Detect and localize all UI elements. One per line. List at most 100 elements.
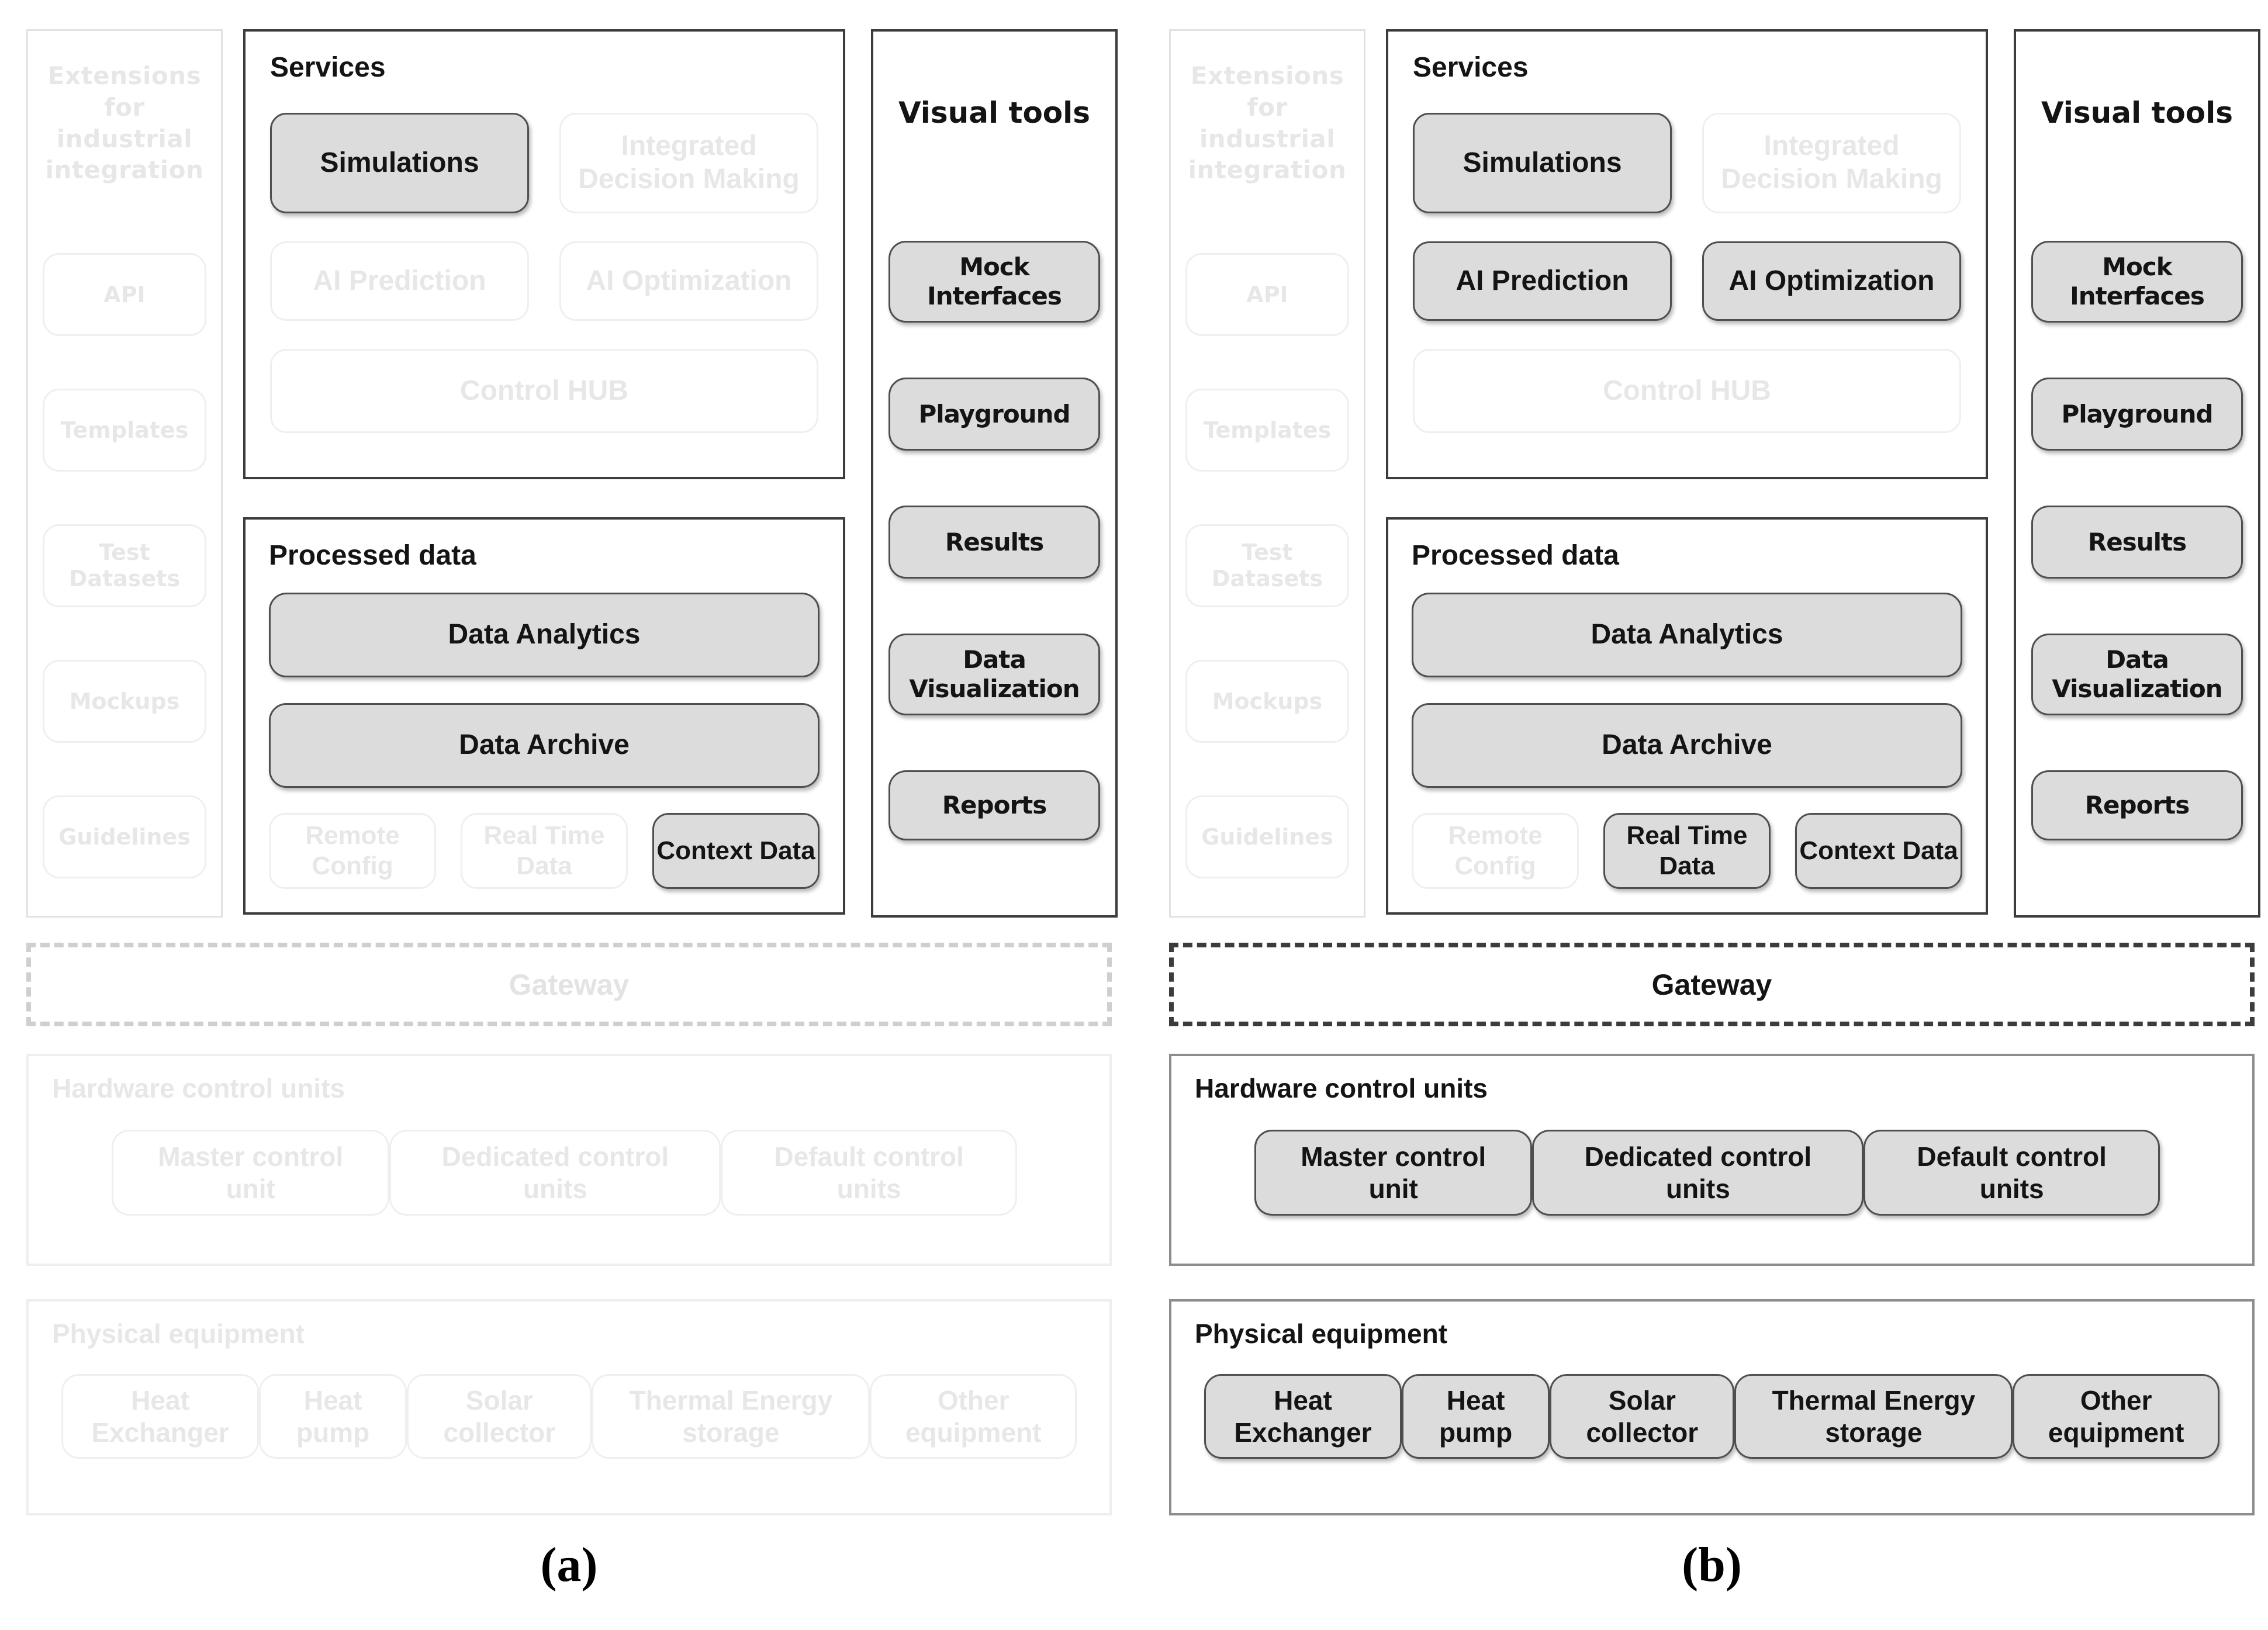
visual-tools-title: Visual tools — [2041, 96, 2234, 130]
panel-a: Extensions for industrial integration AP… — [26, 29, 1118, 1593]
service-ai-prediction: AI Prediction — [1413, 241, 1672, 321]
service-ai-prediction: AI Prediction — [270, 241, 529, 321]
panel-a-caption: (a) — [540, 1538, 598, 1592]
processed-context-data: Context Data — [1795, 813, 1962, 889]
physical-solar-collector: Solar collector — [407, 1374, 592, 1459]
extensions-title: Extensions for industrial integration — [45, 61, 204, 185]
service-control-hub: Control HUB — [1413, 349, 1961, 433]
extensions-title: Extensions for industrial integration — [1188, 61, 1347, 185]
processed-small-row: Remote Config Real Time Data Context Dat… — [269, 813, 820, 889]
service-simulations: Simulations — [270, 113, 529, 213]
services-box: Services Simulations Integrated Decision… — [243, 29, 845, 479]
services-grid: Simulations Integrated Decision Making A… — [270, 113, 818, 433]
processed-data-archive: Data Archive — [1412, 703, 1962, 788]
hardware-control-units-box: Hardware control units Master control un… — [26, 1054, 1112, 1266]
services-title: Services — [1413, 52, 1529, 83]
hardware-control-units-box: Hardware control units Master control un… — [1169, 1054, 2255, 1266]
hardware-items-row: Master control unit Dedicated control un… — [1254, 1130, 2160, 1216]
processed-data-title: Processed data — [269, 540, 476, 571]
processed-data-box: Processed data Data Analytics Data Archi… — [243, 517, 845, 915]
visual-tool-data-visualization: Data Visualization — [888, 634, 1100, 715]
visual-tool-reports: Reports — [888, 770, 1100, 840]
hardware-default-control-units: Default control units — [1864, 1130, 2160, 1216]
extensions-item-guidelines: Guidelines — [1185, 795, 1349, 878]
service-ai-optimization: AI Optimization — [1702, 241, 1961, 321]
visual-tool-data-visualization: Data Visualization — [2031, 634, 2243, 715]
extensions-items: API Templates Test Datasets Mockups Guid… — [1185, 253, 1349, 878]
processed-small-row: Remote Config Real Time Data Context Dat… — [1412, 813, 1962, 889]
panel-b-middle-column: Services Simulations Integrated Decision… — [1386, 29, 1988, 918]
physical-title: Physical equipment — [1195, 1318, 1448, 1349]
panel-a-top-row: Extensions for industrial integration AP… — [26, 29, 1118, 918]
extensions-item-test-datasets: Test Datasets — [43, 524, 206, 607]
processed-data-archive: Data Archive — [269, 703, 820, 788]
extensions-item-api: API — [43, 253, 206, 336]
physical-title: Physical equipment — [52, 1318, 305, 1349]
processed-context-data: Context Data — [652, 813, 820, 889]
extensions-item-templates: Templates — [1185, 389, 1349, 472]
processed-remote-config: Remote Config — [1412, 813, 1579, 889]
physical-items-row: Heat Exchanger Heat pump Solar collector… — [61, 1374, 1077, 1459]
extensions-item-mockups: Mockups — [43, 660, 206, 743]
service-simulations: Simulations — [1413, 113, 1672, 213]
visual-tools-box: Visual tools Mock Interfaces Playground … — [2014, 29, 2260, 918]
hardware-items-row: Master control unit Dedicated control un… — [112, 1130, 1018, 1216]
processed-data-box: Processed data Data Analytics Data Archi… — [1386, 517, 1988, 915]
gateway-box: Gateway — [1169, 943, 2255, 1026]
visual-tool-playground: Playground — [2031, 378, 2243, 451]
extensions-item-mockups: Mockups — [1185, 660, 1349, 743]
visual-tools-title: Visual tools — [898, 96, 1091, 130]
extensions-item-guidelines: Guidelines — [43, 795, 206, 878]
physical-other-equipment: Other equipment — [870, 1374, 1077, 1459]
extensions-panel: Extensions for industrial integration AP… — [26, 29, 223, 918]
service-control-hub: Control HUB — [270, 349, 818, 433]
processed-real-time-data: Real Time Data — [461, 813, 628, 889]
processed-data-analytics: Data Analytics — [1412, 593, 1962, 677]
hardware-dedicated-control-units: Dedicated control units — [389, 1130, 721, 1216]
processed-real-time-data: Real Time Data — [1603, 813, 1771, 889]
physical-equipment-box: Physical equipment Heat Exchanger Heat p… — [1169, 1299, 2255, 1515]
physical-heat-exchanger: Heat Exchanger — [1204, 1374, 1402, 1459]
services-title: Services — [270, 52, 386, 83]
services-box: Services Simulations Integrated Decision… — [1386, 29, 1988, 479]
extensions-item-templates: Templates — [43, 389, 206, 472]
service-ai-optimization: AI Optimization — [559, 241, 818, 321]
service-integrated-decision-making: Integrated Decision Making — [1702, 113, 1961, 213]
architecture-figure: Extensions for industrial integration AP… — [26, 29, 2260, 1593]
physical-heat-exchanger: Heat Exchanger — [61, 1374, 259, 1459]
physical-items-row: Heat Exchanger Heat pump Solar collector… — [1204, 1374, 2219, 1459]
physical-heat-pump: Heat pump — [1401, 1374, 1550, 1459]
hardware-master-control-unit: Master control unit — [112, 1130, 390, 1216]
visual-tool-reports: Reports — [2031, 770, 2243, 840]
extensions-item-test-datasets: Test Datasets — [1185, 524, 1349, 607]
visual-tools-box: Visual tools Mock Interfaces Playground … — [871, 29, 1118, 918]
extensions-item-api: API — [1185, 253, 1349, 336]
processed-data-title: Processed data — [1412, 540, 1619, 571]
visual-tool-results: Results — [888, 506, 1100, 579]
panel-b: Extensions for industrial integration AP… — [1169, 29, 2260, 1593]
gateway-box: Gateway — [26, 943, 1112, 1026]
extensions-panel: Extensions for industrial integration AP… — [1169, 29, 1365, 918]
physical-heat-pump: Heat pump — [258, 1374, 407, 1459]
panel-a-middle-column: Services Simulations Integrated Decision… — [243, 29, 845, 918]
service-integrated-decision-making: Integrated Decision Making — [559, 113, 818, 213]
visual-tool-playground: Playground — [888, 378, 1100, 451]
physical-other-equipment: Other equipment — [2013, 1374, 2219, 1459]
extensions-items: API Templates Test Datasets Mockups Guid… — [43, 253, 206, 878]
physical-equipment-box: Physical equipment Heat Exchanger Heat p… — [26, 1299, 1112, 1515]
hardware-default-control-units: Default control units — [721, 1130, 1018, 1216]
physical-thermal-energy-storage: Thermal Energy storage — [1734, 1374, 2013, 1459]
hardware-dedicated-control-units: Dedicated control units — [1532, 1130, 1864, 1216]
services-grid: Simulations Integrated Decision Making A… — [1413, 113, 1961, 433]
processed-data-analytics: Data Analytics — [269, 593, 820, 677]
visual-tool-mock-interfaces: Mock Interfaces — [888, 241, 1100, 323]
visual-tool-results: Results — [2031, 506, 2243, 579]
panel-b-caption: (b) — [1682, 1538, 1742, 1592]
physical-thermal-energy-storage: Thermal Energy storage — [592, 1374, 870, 1459]
physical-solar-collector: Solar collector — [1550, 1374, 1735, 1459]
hardware-master-control-unit: Master control unit — [1254, 1130, 1533, 1216]
panel-b-top-row: Extensions for industrial integration AP… — [1169, 29, 2260, 918]
processed-remote-config: Remote Config — [269, 813, 436, 889]
visual-tool-mock-interfaces: Mock Interfaces — [2031, 241, 2243, 323]
hardware-title: Hardware control units — [1195, 1073, 1488, 1103]
